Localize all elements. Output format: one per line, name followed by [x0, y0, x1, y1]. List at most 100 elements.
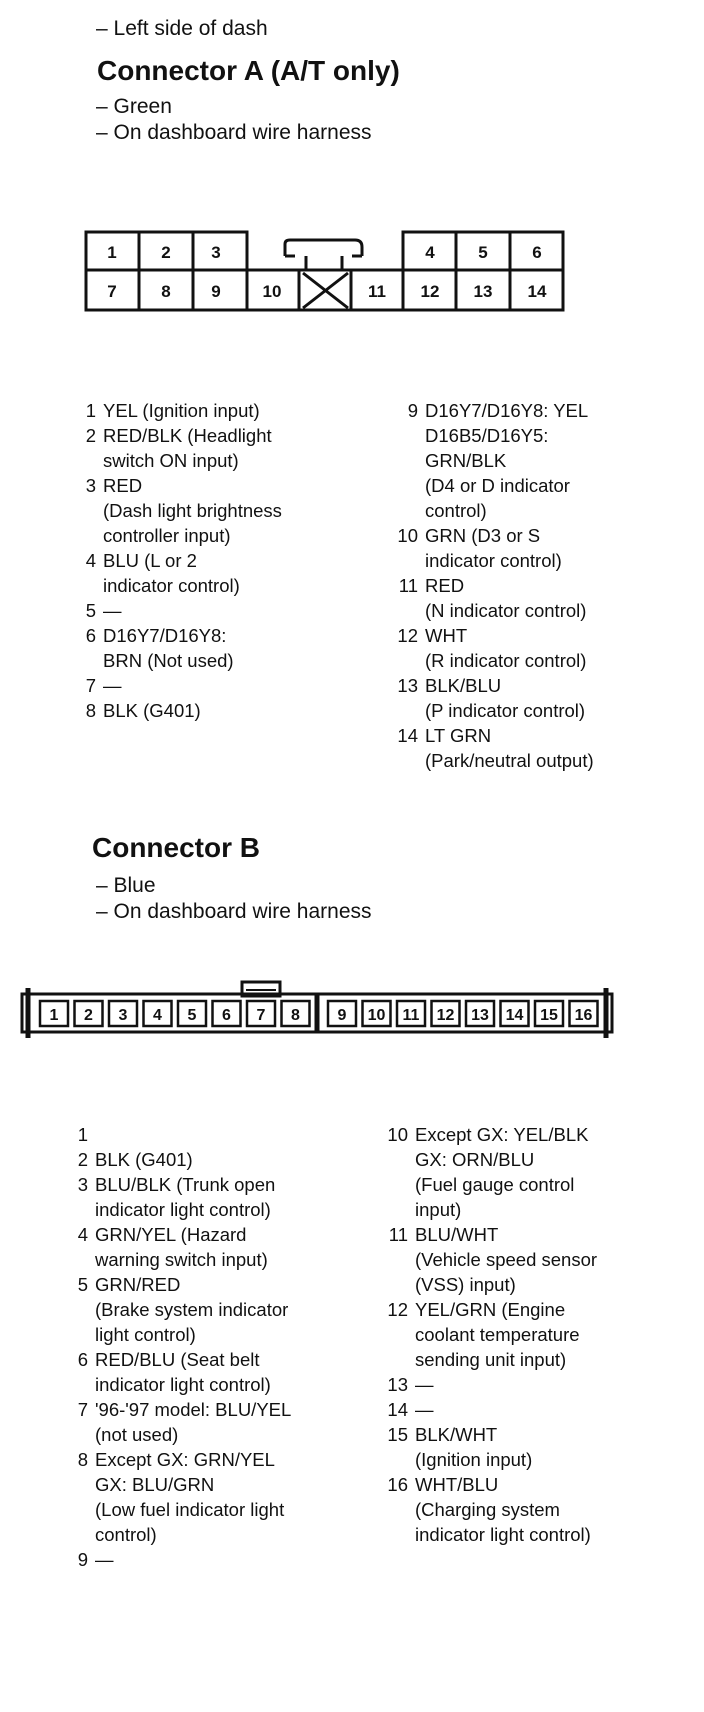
pin-description-line: BLK (G401) — [95, 1149, 193, 1170]
pin-description-line: GRN/YEL (Hazard — [95, 1224, 247, 1245]
pin-description-line: (P indicator control) — [425, 700, 586, 721]
pin-description-line: RED/BLK (Headlight — [103, 425, 272, 446]
connector-a-title: Connector A (A/T only) — [97, 55, 400, 86]
pin-description-line: RED — [425, 575, 465, 596]
pin-description-line: D16Y7/D16Y8: — [103, 625, 227, 646]
pin-number: 9 — [407, 400, 418, 421]
pin-number: 12 — [397, 625, 418, 646]
pin-description-line: (R indicator control) — [425, 650, 587, 671]
cavity-b-2: 2 — [84, 1007, 93, 1024]
pin-description-line: BLK/BLU — [425, 675, 502, 696]
pin-description: BLK (G401) — [103, 698, 201, 723]
cavity-b-15: 15 — [540, 1007, 558, 1024]
pin-number: 14 — [397, 725, 418, 746]
pin-description-line: — — [103, 675, 122, 696]
pin-description-line: BRN (Not used) — [103, 650, 234, 671]
pin-number: 8 — [85, 700, 96, 721]
pin-number: 11 — [388, 1224, 408, 1245]
connector-b-color-note: – Blue — [96, 874, 156, 897]
pin-description-line: — — [415, 1399, 434, 1420]
cavity-b-box-10 — [361, 999, 392, 1028]
cavity-b-6: 6 — [222, 1007, 231, 1024]
cavity-b-box-4 — [142, 999, 173, 1028]
cavity-b-11: 11 — [403, 1007, 420, 1024]
pin-description: — — [103, 598, 122, 623]
cavity-a-12: 12 — [421, 282, 440, 301]
cavity-b-box-13 — [464, 999, 496, 1028]
pin-description-line: controller input) — [103, 525, 231, 546]
cavity-a-9: 9 — [211, 282, 220, 301]
cavity-a-14: 14 — [528, 282, 547, 301]
cavity-b-box-6 — [211, 999, 242, 1028]
pin-number: 8 — [77, 1449, 88, 1470]
pin-description-line: YEL/GRN (Engine — [415, 1299, 566, 1320]
pin-number: 3 — [77, 1174, 88, 1195]
pin-description-line: GX: BLU/GRN — [95, 1474, 215, 1495]
cavity-a-7: 7 — [107, 282, 116, 301]
pin-number: 6 — [85, 625, 96, 646]
pin-number: 5 — [85, 600, 96, 621]
pin-description-line: indicator light control) — [95, 1199, 271, 1220]
cavity-a-13: 13 — [474, 282, 493, 301]
pin-description-line: sending unit input) — [415, 1349, 567, 1370]
connector-a-diagram: 1 2 3 4 5 6 7 8 9 10 11 12 13 14 — [84, 230, 565, 312]
pin-description: RED/BLK (Headlight switch ON input) — [103, 423, 272, 473]
connector-a-color-note: – Green — [96, 95, 172, 118]
pin-description: D16Y7/D16Y8: BRN (Not used) — [103, 623, 234, 673]
pin-description-line: input) — [415, 1199, 462, 1220]
pin-description-line: Except GX: GRN/YEL — [95, 1449, 275, 1470]
cavity-b-box-2 — [73, 999, 104, 1028]
cavity-b-16: 16 — [575, 1007, 593, 1024]
cavity-b-12: 12 — [437, 1007, 455, 1024]
pin-number: 16 — [387, 1474, 408, 1495]
cavity-b-box-9 — [326, 999, 358, 1028]
pin-description: RED(N indicator control) — [425, 573, 586, 623]
location-note: – Left side of dash — [96, 17, 268, 40]
cavity-b-14: 14 — [506, 1007, 524, 1024]
pin-description: BLK/WHT (Ignition input) — [415, 1422, 532, 1472]
pin-number: 2 — [85, 425, 96, 446]
pin-description-line: (D4 or D indicator — [425, 475, 570, 496]
pin-number: 7 — [77, 1399, 88, 1420]
cavity-b-box-11 — [395, 999, 427, 1028]
pin-number: 10 — [387, 1124, 408, 1145]
pin-description: WHT(R indicator control) — [425, 623, 586, 673]
pin-description-line: '96-'97 model: BLU/YEL — [95, 1399, 292, 1420]
cavity-b-box-3 — [107, 999, 139, 1028]
cavity-b-box-1 — [38, 999, 70, 1028]
cavity-b-10: 10 — [368, 1007, 386, 1024]
pin-description-line: (Ignition input) — [415, 1449, 533, 1470]
pin-description-line: BLK/WHT — [415, 1424, 498, 1445]
pin-number: 12 — [387, 1299, 408, 1320]
pin-description-line: (Dash light brightness — [103, 500, 282, 521]
pin-number: 5 — [77, 1274, 88, 1295]
pin-description-line: (Brake system indicator — [95, 1299, 289, 1320]
cavity-a-8: 8 — [161, 282, 170, 301]
pin-description: LT GRN(Park/neutral output) — [425, 723, 594, 773]
pin-number: 13 — [387, 1374, 408, 1395]
pin-description-line: (VSS) input) — [415, 1274, 516, 1295]
pin-description: YEL (Ignition input) — [103, 398, 260, 423]
pin-description: '96-'97 model: BLU/YEL(not used) — [95, 1397, 291, 1447]
pin-number: 1 — [85, 400, 96, 421]
pin-number: 4 — [85, 550, 96, 571]
pin-description: BLU/WHT(Vehicle speed sensor(VSS) input) — [415, 1222, 597, 1297]
connector-b-location-note: – On dashboard wire harness — [96, 900, 372, 923]
cavity-b-box-15 — [533, 999, 565, 1028]
pin-number: 1 — [77, 1124, 88, 1145]
pin-description-line: WHT/BLU — [415, 1474, 499, 1495]
pin-description-line: indicator control) — [103, 575, 240, 596]
pin-description-line: switch ON input) — [103, 450, 239, 471]
pin-number: 15 — [387, 1424, 408, 1445]
pin-number: 2 — [77, 1149, 88, 1170]
cavity-b-8: 8 — [291, 1007, 300, 1024]
